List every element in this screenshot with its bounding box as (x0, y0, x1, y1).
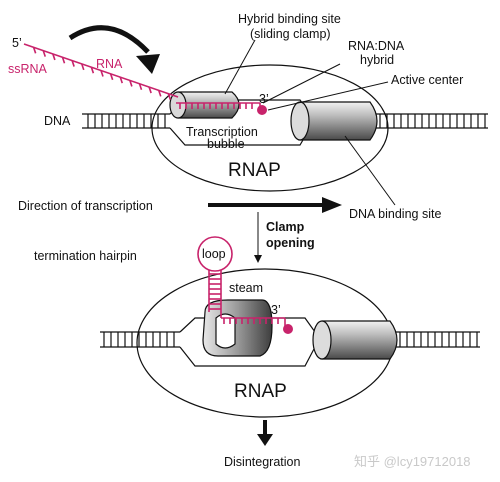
dna-binding-site-label: DNA binding site (349, 207, 441, 221)
rna-base (157, 90, 162, 97)
top-panel: 5’ ssRNA RNA Hybrid binding site (slidin… (8, 12, 488, 221)
dna-right-strand (365, 113, 488, 129)
hairpin-stem (208, 270, 222, 318)
bubble-line1-label: Transcription (186, 125, 258, 139)
dna-label: DNA (44, 114, 71, 128)
bottom-panel: loop steam 3’ RNAP Disintegration (100, 236, 480, 469)
rna-base (148, 86, 152, 94)
clamp-opening-arrowhead (254, 255, 262, 263)
watermark: 知乎 @lcy19712018 (354, 454, 471, 469)
rna-base (32, 47, 37, 54)
direction-label: Direction of transcription (18, 199, 153, 213)
disintegration-label: Disintegration (224, 455, 300, 469)
rna-base (119, 76, 124, 84)
hybrid-binding-site-cylinder (169, 91, 240, 119)
bubble-line2-label: bubble (207, 137, 245, 151)
rna-base (138, 83, 143, 91)
loop-label: loop (202, 247, 226, 261)
rna-dna-leader (262, 63, 341, 104)
hybrid-label: hybrid (360, 53, 394, 67)
rna-base (129, 80, 133, 87)
hybrid-site-leader (224, 39, 256, 95)
rna-dna-hybrid-top (176, 102, 261, 110)
rna-label: RNA (96, 57, 123, 71)
rnap-ellipse-top (151, 64, 389, 192)
five-prime-label: 5’ (12, 36, 22, 50)
rna-base (167, 93, 172, 100)
curved-arrowhead (136, 54, 160, 74)
middle-panel: Clamp opening termination hairpin (34, 212, 315, 263)
rna-base (80, 63, 85, 71)
rna-base (109, 73, 114, 81)
three-prime-label-bottom: 3’ (271, 303, 281, 317)
dna-binding-leader (344, 135, 396, 206)
disintegration-arrowhead (257, 434, 273, 446)
termination-hairpin-label: termination hairpin (34, 249, 137, 263)
ssrna-label: ssRNA (8, 62, 48, 76)
opening-label: opening (266, 236, 315, 250)
ssrna-strand-top (23, 43, 179, 100)
hairpin-loop (197, 236, 233, 272)
dna-left-strand (82, 113, 170, 129)
dna-binding-site-cylinder (290, 101, 378, 141)
active-center-label: Active center (391, 73, 463, 87)
sliding-clamp-label: (sliding clamp) (250, 27, 331, 41)
rna-dna-label: RNA:DNA (348, 39, 405, 53)
curved-arrow (68, 25, 150, 54)
rnap-label-top: RNAP (228, 160, 281, 181)
active-center-dot-top (257, 105, 267, 115)
rna-base (100, 70, 104, 77)
rna-base (42, 50, 47, 57)
rna-base (52, 53, 56, 61)
steam-label: steam (229, 281, 263, 295)
rna-dna-hybrid-bottom (221, 317, 286, 328)
rna-base (61, 56, 66, 64)
active-center-leader (267, 81, 389, 111)
hybrid-site-label: Hybrid binding site (238, 12, 341, 26)
dna-binding-site-cylinder-bottom (312, 320, 398, 360)
rna-base (71, 60, 75, 67)
active-center-dot-bottom (283, 324, 293, 334)
rna-base (90, 66, 95, 74)
direction-arrowhead (322, 197, 342, 213)
rnap-label-bottom: RNAP (234, 381, 287, 402)
clamp-label: Clamp (266, 220, 305, 234)
three-prime-label-top: 3’ (259, 92, 269, 106)
